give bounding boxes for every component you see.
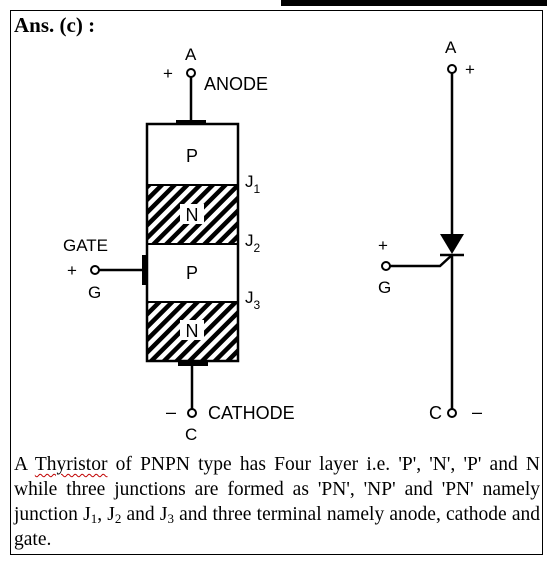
symbol-anode-letter: A bbox=[445, 38, 457, 57]
junction-subscript: 1 bbox=[90, 511, 98, 526]
junction-j3-label: J3 bbox=[245, 288, 261, 312]
anode-label: ANODE bbox=[204, 74, 268, 94]
explanation-paragraph: A Thyristor of PNPN type has Four layer … bbox=[14, 452, 540, 552]
paragraph-text: and three terminal namely anode, cathode… bbox=[14, 504, 540, 550]
junction-j1-label: J1 bbox=[245, 172, 261, 196]
gate-label: GATE bbox=[63, 236, 108, 255]
anode-terminal-letter: A bbox=[185, 45, 197, 64]
gate-terminal-letter: G bbox=[88, 283, 101, 302]
paragraph-text: and J bbox=[121, 504, 168, 525]
paragraph-text: A bbox=[14, 454, 35, 475]
diode-triangle-icon bbox=[440, 234, 464, 254]
paragraph-text: , J bbox=[97, 504, 115, 525]
symbol-cathode-letter: C bbox=[429, 403, 442, 423]
layer-n2-label: N bbox=[186, 321, 199, 341]
symbol-gate-lead bbox=[390, 254, 453, 268]
anode-contact bbox=[176, 120, 206, 125]
anode-terminal bbox=[186, 68, 196, 78]
answer-frame bbox=[10, 10, 543, 555]
cathode-terminal-letter: C bbox=[185, 425, 197, 444]
junction-j2-label: J2 bbox=[245, 231, 261, 255]
cathode-sign: – bbox=[166, 402, 176, 422]
cathode-label: CATHODE bbox=[208, 403, 295, 423]
symbol-gate-letter: G bbox=[378, 278, 391, 297]
gate-sign: + bbox=[67, 261, 77, 280]
layer-p2 bbox=[147, 244, 238, 302]
symbol-anode-terminal bbox=[447, 64, 457, 74]
layer-p2-label: P bbox=[186, 263, 198, 283]
junction-subscript: 2 bbox=[114, 511, 122, 526]
cathode-terminal bbox=[187, 408, 197, 418]
top-black-bar bbox=[281, 0, 547, 6]
cathode-contact bbox=[178, 360, 208, 366]
layer-p1-label: P bbox=[186, 146, 198, 166]
thyristor-symbol: A + + G C – bbox=[378, 38, 482, 423]
layer-n1-label: N bbox=[186, 205, 199, 225]
anode-sign: + bbox=[163, 64, 173, 83]
paragraph-word-thyristor: Thyristor bbox=[34, 454, 108, 475]
symbol-gate-sign: + bbox=[378, 236, 388, 255]
gate-contact bbox=[142, 255, 147, 285]
symbol-cathode-sign: – bbox=[472, 402, 482, 422]
answer-label: Ans. (c) : bbox=[14, 13, 96, 37]
symbol-gate-terminal bbox=[381, 261, 391, 271]
pnpn-structure: A + ANODE P N P N J1 J2 J3 GATE + G – bbox=[63, 45, 295, 444]
paragraph-text: of PNPN type has Four layer i.e. 'P', 'N… bbox=[14, 454, 540, 525]
symbol-cathode-terminal bbox=[447, 408, 457, 418]
gate-terminal bbox=[90, 265, 100, 275]
symbol-anode-sign: + bbox=[465, 60, 475, 79]
junction-subscript: 3 bbox=[167, 511, 174, 526]
layer-p1 bbox=[147, 124, 238, 185]
